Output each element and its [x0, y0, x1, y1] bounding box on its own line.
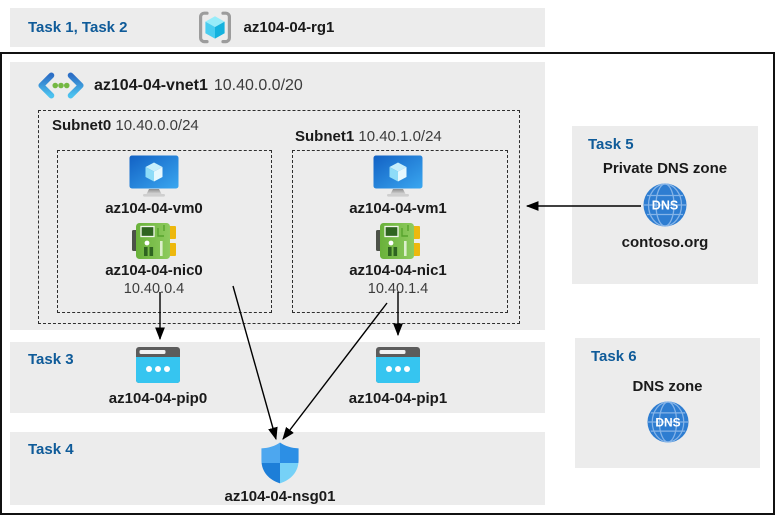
- network-interface-icon: [132, 223, 176, 259]
- subnet1-name: Subnet1: [295, 128, 355, 145]
- subnet1-resources: az104-04-vm1 az104-04-nic1 10.40.1.4: [328, 155, 468, 297]
- private-dns-zone-name: contoso.org: [621, 234, 709, 251]
- dns-zone-title: DNS zone: [632, 378, 703, 395]
- vnet-cidr: 10.40.0.0/20: [213, 76, 303, 94]
- virtual-machine-icon: [373, 155, 423, 197]
- resource-group-name: az104-04-rg1: [243, 19, 335, 36]
- nsg-group: az104-04-nsg01: [210, 442, 350, 505]
- task5-panel: Task 5 Private DNS zone DNS contoso.org: [572, 126, 758, 284]
- nic-name: az104-04-nic1: [349, 262, 447, 279]
- dns-icon-text: DNS: [652, 199, 678, 213]
- nic-private-ip: 10.40.0.4: [123, 281, 185, 297]
- subnet1-cidr: 10.40.1.0/24: [358, 128, 442, 145]
- pip0-group: az104-04-pip0: [88, 347, 228, 407]
- vnet-header: az104-04-vnet1 10.40.0.0/20: [37, 72, 303, 99]
- task4-label: Task 4: [28, 441, 74, 458]
- task1-2-band: Task 1, Task 2 az104-04-rg1: [10, 8, 545, 47]
- vm-name: az104-04-vm1: [349, 200, 447, 217]
- resource-group-icon: [198, 11, 231, 44]
- pip0-name: az104-04-pip0: [108, 390, 208, 407]
- network-interface-icon: [376, 223, 420, 259]
- subnets-outer-boundary: [38, 110, 520, 324]
- task3-band: Task 3 az104-04-pip0 az104-04-pip1: [10, 342, 545, 413]
- vm-name: az104-04-vm0: [105, 200, 203, 217]
- vnet-name: az104-04-vnet1: [94, 76, 208, 94]
- subnet0-boundary: [57, 150, 272, 313]
- pip1-group: az104-04-pip1: [328, 347, 468, 407]
- dns-zone-icon: DNS: [643, 183, 687, 227]
- public-ip-icon: [376, 347, 420, 383]
- task3-label: Task 3: [28, 351, 74, 368]
- task4-band: Task 4 az104-04-nsg01: [10, 432, 545, 505]
- task5-label: Task 5: [588, 136, 634, 153]
- vnet-container: az104-04-vnet1 10.40.0.0/20 Subnet0 10.4…: [10, 62, 545, 330]
- dns-icon-text: DNS: [655, 415, 680, 429]
- task1-2-label: Task 1, Task 2: [28, 19, 128, 36]
- dns-zone-icon: DNS: [646, 401, 689, 443]
- nic-private-ip: 10.40.1.4: [367, 281, 429, 297]
- diagram-frame: [0, 52, 775, 515]
- virtual-machine-icon: [129, 155, 179, 197]
- subnet0-name: Subnet0: [52, 117, 112, 134]
- task6-panel: Task 6 DNS zone DNS: [575, 338, 760, 468]
- nsg-name: az104-04-nsg01: [224, 488, 336, 505]
- public-ip-icon: [136, 347, 180, 383]
- private-dns-zone-title: Private DNS zone: [602, 160, 728, 177]
- subnet1-label: Subnet1 10.40.1.0/24: [295, 128, 442, 145]
- subnet1-boundary: [292, 150, 508, 313]
- subnet0-label: Subnet0 10.40.0.0/24: [52, 117, 199, 134]
- network-security-group-icon: [261, 442, 299, 484]
- subnet0-resources: az104-04-vm0 az104-04-nic0 10.40.0.4: [84, 155, 224, 297]
- task6-label: Task 6: [591, 348, 637, 365]
- nic-name: az104-04-nic0: [105, 262, 203, 279]
- vnet-icon: [38, 72, 84, 99]
- subnet0-cidr: 10.40.0.0/24: [115, 117, 199, 134]
- pip1-name: az104-04-pip1: [348, 390, 448, 407]
